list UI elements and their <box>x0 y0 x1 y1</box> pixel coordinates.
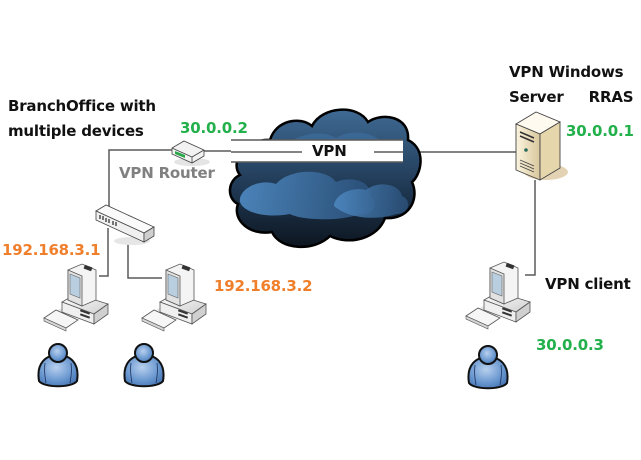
desktop-computer-icon-pc1[interactable] <box>43 263 109 332</box>
router-ip-label: 30.0.0.2 <box>180 119 248 137</box>
server-name-label-line1: VPN Windows <box>509 63 624 81</box>
link-router-switch <box>108 149 175 215</box>
desktop-computer-icon-pc2[interactable] <box>141 263 207 332</box>
server-name-label-line2: Server RRAS <box>509 88 634 106</box>
pc2-ip-label: 192.168.3.2 <box>214 277 313 295</box>
server-icon[interactable] <box>515 111 568 181</box>
link-switch-pc1 <box>99 228 109 277</box>
user-icon-3 <box>467 345 509 390</box>
user-icon-2 <box>123 343 165 388</box>
server-ip-label: 30.0.0.1 <box>566 122 634 140</box>
link-switch-pc2 <box>127 242 162 279</box>
vpn-client-label: VPN client <box>545 275 631 293</box>
router-name-label: VPN Router <box>119 164 215 182</box>
internet-cloud-icon <box>228 108 422 249</box>
user-icon-1 <box>37 343 79 388</box>
vpn-tunnel <box>231 139 403 163</box>
branch-office-label-line2: multiple devices <box>8 122 144 140</box>
link-server-client <box>525 180 536 276</box>
pc1-ip-label: 192.168.3.1 <box>2 241 101 259</box>
desktop-computer-icon-vpn-client[interactable] <box>465 261 531 330</box>
router-icon[interactable] <box>171 140 210 166</box>
switch-icon[interactable] <box>95 204 155 245</box>
branch-office-label-line1: BranchOffice with <box>8 97 156 115</box>
vpn-tunnel-label: VPN <box>312 142 347 160</box>
vpn-client-ip-label: 30.0.0.3 <box>536 336 604 354</box>
